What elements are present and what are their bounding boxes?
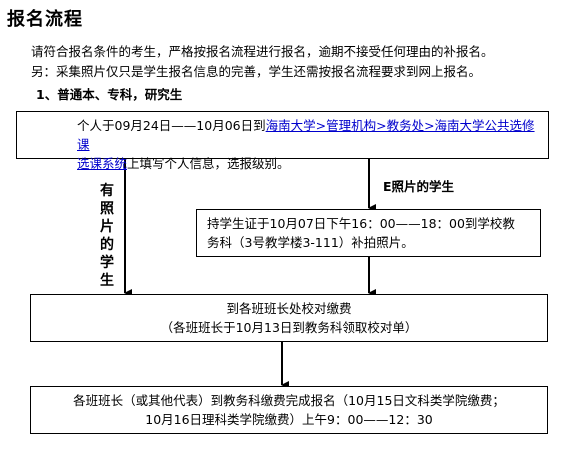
intro-line-2: 另：采集照片仅只是学生报名信息的完善，学生还需按报名流程要求到网上报名。 [31,64,482,79]
step2-line-1: 持学生证于10月07日下午16：00——18：00到学校教 [207,216,515,231]
with-photo-label: 有照片的学生 [100,183,114,289]
section-heading: 1、普通本、专科，研究生 [36,87,183,102]
step-retake-photo: 持学生证于10月07日下午16：00——18：00到学校教 务科（3号教学楼3-… [196,209,541,257]
step3-line-1: 到各班班长处校对缴费 [226,301,352,316]
intro-line-1: 请符合报名条件的考生，严格按报名流程进行报名，逾期不接受任何理由的补报名。 [31,44,494,59]
step-complete-payment: 各班班长（或其他代表）到教务科缴费完成报名（10月15日文科类学院缴费； 10月… [30,386,548,434]
step1-suffix: 上填写个人信息，选报级别。 [127,156,290,171]
step3-line-2: （各班班长于10月13日到教务科领取校对单） [160,320,418,335]
without-photo-label: E照片的学生 [383,179,455,194]
page-title: 报名流程 [7,9,83,30]
step-verify-fees: 到各班班长处校对缴费 （各班班长于10月13日到教务科领取校对单） [30,294,548,342]
step-online-registration: 个人于09月24日——10月06日到海南大学>管理机构>教务处>海南大学公共选修… [16,111,549,171]
course-system-link[interactable]: 海南大学>管理机构>教务处>海南大学公共选修课 [77,118,535,152]
step4-line-2: 10月16日理科类学院缴费）上午9：00——12：30 [145,412,433,427]
step2-line-2: 务科（3号教学楼3-111）补拍照片。 [207,235,414,250]
course-system-link-tail[interactable]: 选课系统 [77,156,128,171]
step1-prefix: 个人于09月24日——10月06日到 [77,118,266,133]
step4-line-1: 各班班长（或其他代表）到教务科缴费完成报名（10月15日文科类学院缴费； [73,393,505,408]
